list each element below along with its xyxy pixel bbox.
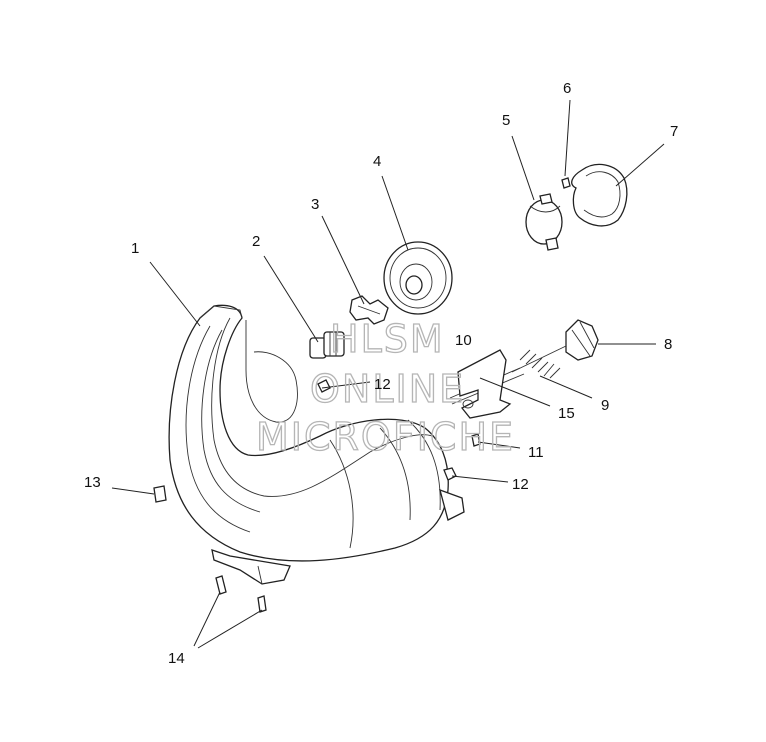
- callout-10: 10: [455, 332, 472, 349]
- watermark-line-3: MICROFICHE: [256, 415, 515, 459]
- watermark-line-1: HLSM: [330, 317, 445, 361]
- callout-labels: 1 2 3 4 5 6 7 8 9 10 11 12 12 13 14 15: [84, 80, 678, 667]
- position-lamp: [525, 193, 563, 251]
- fasteners: [153, 379, 481, 613]
- headlight-housing: [168, 304, 465, 585]
- small-pin: [561, 177, 571, 189]
- callout-12: 12: [374, 376, 391, 393]
- callout-5: 5: [502, 112, 510, 129]
- callout-3: 3: [311, 196, 319, 213]
- callout-2: 2: [252, 233, 260, 250]
- callout-9: 9: [601, 397, 609, 414]
- dust-cover: [383, 241, 453, 315]
- callout-1: 1: [131, 240, 139, 257]
- callout-15: 15: [558, 405, 575, 422]
- callout-7: 7: [670, 123, 678, 140]
- callout-4: 4: [373, 153, 381, 170]
- watermark-line-2: ONLINE: [310, 367, 465, 411]
- callout-12: 12: [512, 476, 529, 493]
- callout-14: 14: [168, 650, 185, 667]
- bulb: [309, 331, 345, 359]
- gasket: [571, 163, 628, 227]
- callout-13: 13: [84, 474, 101, 491]
- adjuster-assembly: [449, 319, 599, 419]
- callout-11: 11: [528, 444, 544, 461]
- spring-clip: [349, 295, 389, 325]
- watermark: HLSM ONLINE MICROFICHE: [255, 316, 515, 459]
- callout-6: 6: [563, 80, 571, 97]
- leader-lines: [111, 99, 665, 649]
- callout-8: 8: [664, 336, 672, 353]
